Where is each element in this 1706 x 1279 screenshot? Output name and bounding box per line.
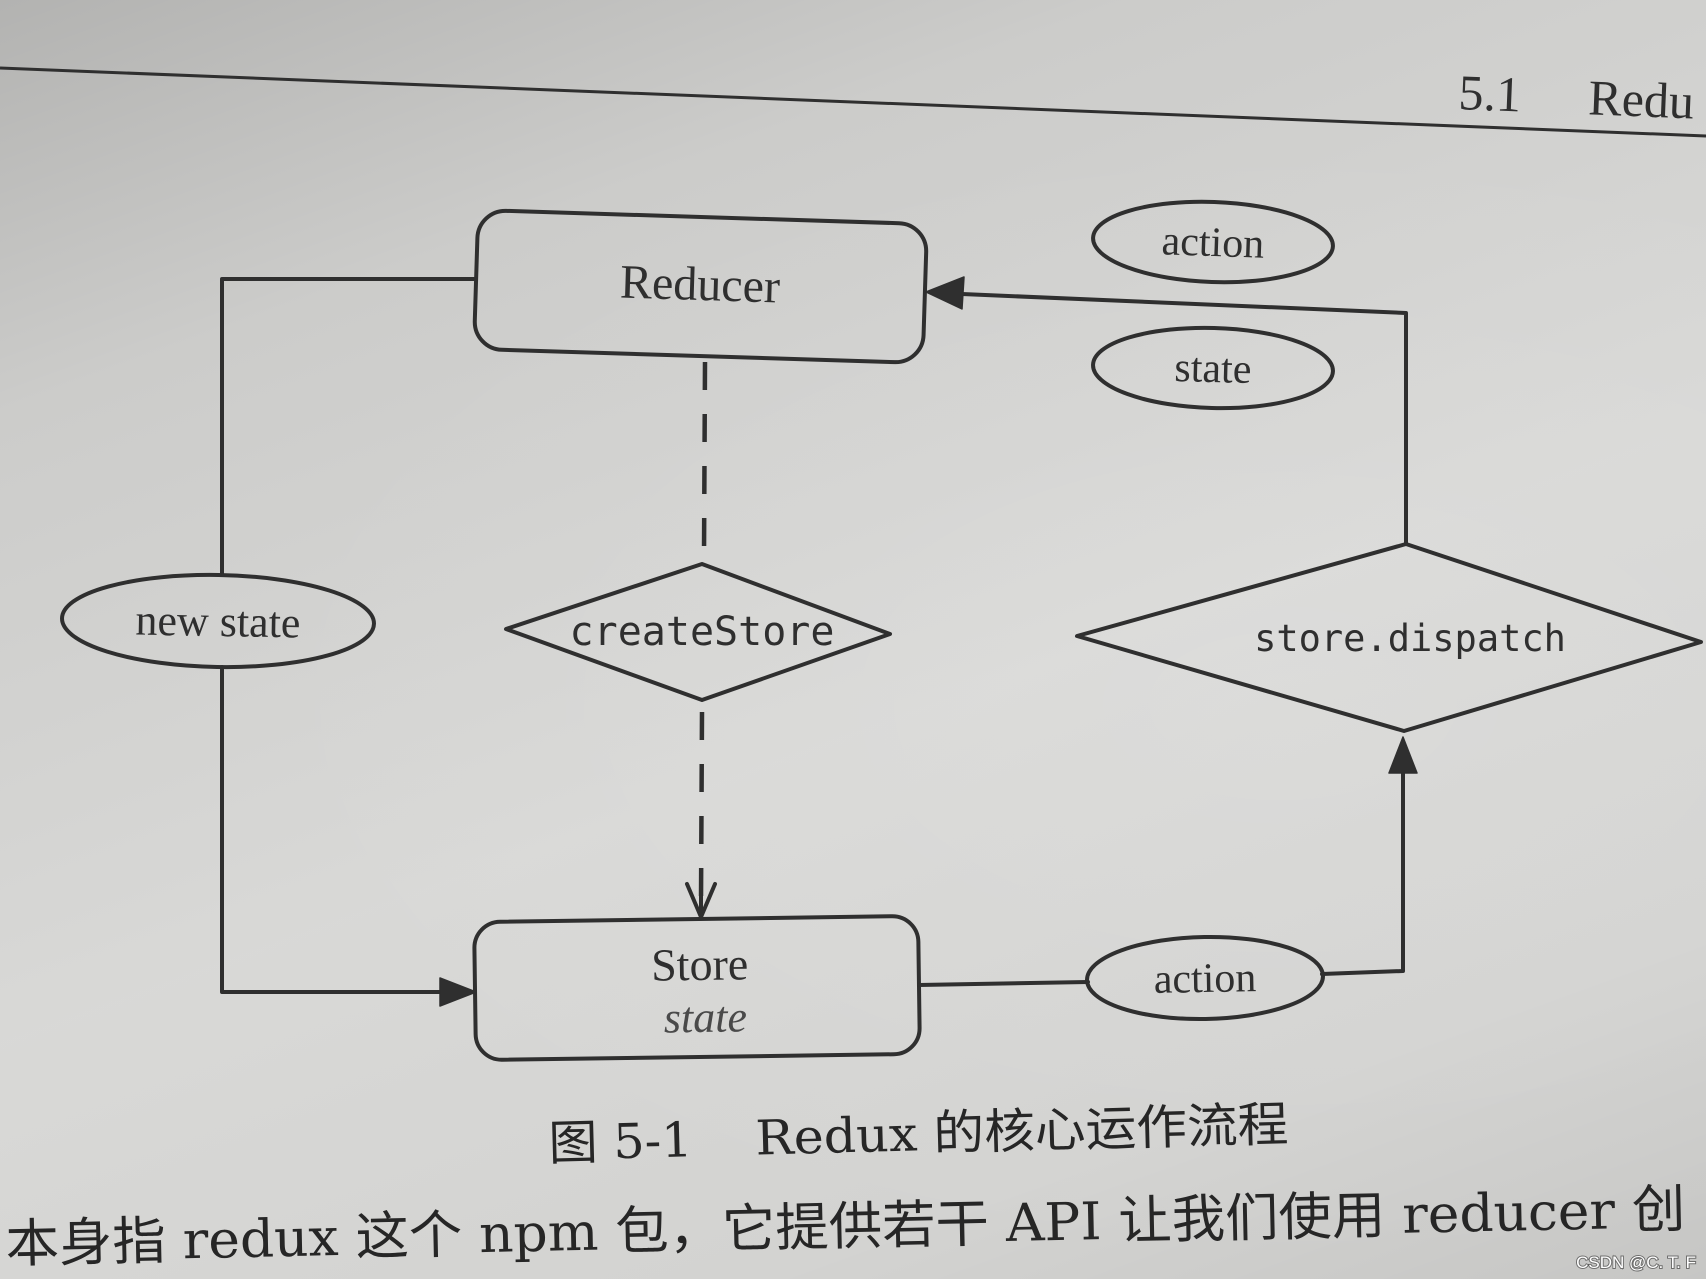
running-header: 5.1 Redu [1458, 64, 1696, 129]
new-state-ellipse [60, 572, 376, 670]
store-to-action-line [917, 980, 1090, 987]
action-to-dispatch-line [1320, 770, 1405, 976]
store-node: Store state [472, 914, 922, 1062]
watermark: CSDN @C. T. F [1576, 1253, 1696, 1272]
reducer-label: Reducer [619, 256, 781, 314]
state-text-top: state [1174, 345, 1252, 393]
state-label-top: state [1091, 325, 1335, 411]
header-section-title: Redu [1587, 69, 1695, 129]
action-label-bottom: action [1085, 934, 1325, 1022]
new-state-to-store-arrowhead [439, 977, 477, 1007]
store-dispatch-label: store.dispatch [1254, 617, 1566, 660]
state-ellipse-top [1091, 325, 1335, 411]
figure-number: 图 5-1 [548, 1112, 693, 1172]
dispatch-to-reducer-arrowhead [925, 276, 965, 310]
reducer-to-new-state-line [220, 277, 478, 577]
header-section-number: 5.1 [1458, 64, 1523, 122]
dispatch-to-reducer-line [960, 292, 1408, 546]
reducer-to-createstore-dashed-line [701, 361, 708, 557]
reducer-node: Reducer [472, 208, 929, 365]
figure-caption: 图 5-1 Redux 的核心运作流程 [548, 1097, 1289, 1172]
action-ellipse-top [1091, 199, 1335, 285]
createstore-label: createStore [570, 609, 835, 655]
new-state-label: new state [60, 572, 376, 670]
new-state-to-store-line [220, 665, 444, 994]
store-state-label: state [664, 992, 748, 1042]
new-state-text: new state [135, 596, 301, 648]
store-dispatch-diamond [1075, 542, 1703, 733]
action-text-top: action [1161, 218, 1265, 268]
body-text-line: 本身指 redux 这个 npm 包，它提供若干 API 让我们使用 reduc… [5, 1180, 1686, 1275]
header-rule [0, 66, 1706, 138]
action-text-bottom: action [1153, 955, 1256, 1003]
action-label-top: action [1091, 199, 1335, 285]
store-label: Store [651, 938, 749, 990]
figure-title: Redux 的核心运作流程 [755, 1097, 1289, 1167]
action-to-dispatch-arrowhead [1388, 736, 1418, 774]
createstore-to-store-dashed-line [698, 711, 705, 901]
createstore-diamond [504, 562, 892, 702]
